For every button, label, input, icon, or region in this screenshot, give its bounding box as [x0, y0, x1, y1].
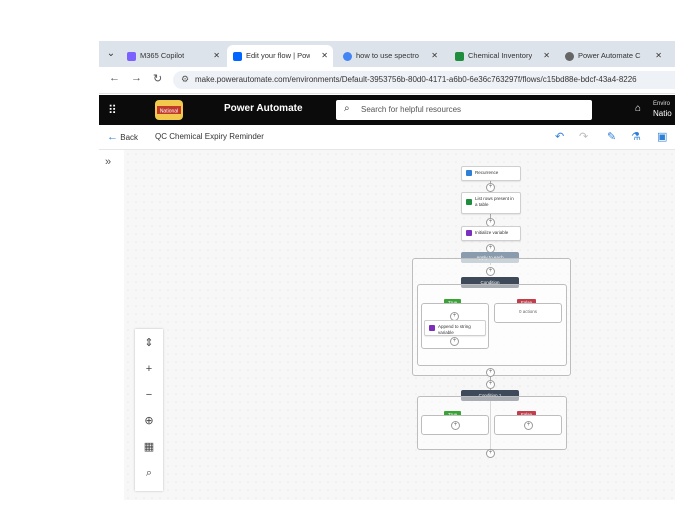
tab-search-icon[interactable]: ⌄	[106, 48, 116, 59]
close-icon[interactable]: ✕	[213, 51, 220, 60]
action-append-to-string[interactable]: Append to string variable	[424, 320, 486, 336]
add-step-icon[interactable]: +	[524, 421, 533, 430]
action-list-rows[interactable]: List rows present in a table	[461, 192, 521, 214]
node-label: Initialize variable	[475, 230, 509, 235]
back-button[interactable]: ← Back	[107, 129, 138, 146]
excel-icon	[455, 51, 464, 61]
test-icon[interactable]: ⚗	[631, 131, 641, 143]
zoom-out-icon[interactable]: −	[145, 389, 153, 401]
left-rail: »	[99, 150, 124, 500]
app-title: Power Automate	[224, 103, 303, 114]
tab-label: Power Automate C	[578, 51, 641, 61]
site-info-icon[interactable]: ⚙	[181, 74, 190, 84]
back-arrow-icon[interactable]: ←	[109, 72, 120, 84]
condition-header[interactable]: Condition	[461, 277, 519, 288]
tab-label: Edit your flow | Pow	[246, 51, 310, 61]
flow-canvas[interactable]	[124, 150, 675, 500]
tab-chemical-inventory[interactable]: Chemical Inventory ✕	[449, 45, 555, 67]
search-placeholder: Search for helpful resources	[361, 105, 462, 114]
close-icon[interactable]: ✕	[655, 51, 662, 60]
tab-bar: ⌄ M365 Copilot ✕ Edit your flow | Pow ✕ ho…	[99, 41, 675, 67]
variable-icon	[429, 325, 435, 331]
undo-icon[interactable]: ↶	[555, 131, 565, 143]
browser-window: ⌄ M365 Copilot ✕ Edit your flow | Pow ✕ ho…	[99, 41, 675, 500]
app-launcher-icon[interactable]: ⠿	[108, 103, 117, 117]
address-bar-row: ← → ↻ ⚙ make.powerautomate.com/environme…	[99, 67, 675, 94]
false-branch-empty: 0 actions	[518, 309, 537, 314]
add-step-icon[interactable]: +	[451, 421, 460, 430]
minimap-icon[interactable]: ▦	[143, 441, 155, 453]
tab-m365-copilot[interactable]: M365 Copilot ✕	[121, 45, 225, 67]
tab-label: how to use spectro	[356, 51, 419, 61]
environment-line-1: Enviro	[653, 101, 671, 107]
zoom-in-icon[interactable]: +	[145, 363, 153, 375]
address-bar[interactable]: ⚙ make.powerautomate.com/environments/De…	[173, 71, 675, 89]
environment-icon[interactable]: ⌂	[635, 103, 642, 114]
apply-to-each-header[interactable]: Apply to each	[461, 252, 519, 263]
action-initialize-variable[interactable]: Initialize variable	[461, 226, 521, 241]
google-icon	[343, 51, 352, 61]
command-bar: ← Back QC Chemical Expiry Reminder ↶ ↷ ✎…	[99, 125, 675, 150]
search-icon[interactable]: ⌕	[145, 467, 153, 479]
search-box[interactable]: ⌕ Search for helpful resources	[336, 100, 592, 120]
add-step-icon[interactable]: +	[486, 267, 495, 276]
node-label: Recurrence	[475, 170, 499, 175]
trigger-recurrence[interactable]: Recurrence	[461, 166, 521, 181]
tab-power-automate-community[interactable]: Power Automate C ✕	[559, 45, 667, 67]
redo-icon[interactable]: ↷	[579, 131, 589, 143]
zoom-controls: ⇕ + − ⊕ ▦ ⌕	[135, 329, 163, 491]
false-branch-box: 0 actions	[494, 303, 562, 323]
save-icon[interactable]: ▣	[657, 131, 668, 143]
close-icon[interactable]: ✕	[431, 51, 438, 60]
url-text: make.powerautomate.com/environments/Defa…	[195, 75, 637, 84]
add-step-icon[interactable]: +	[450, 337, 459, 346]
environment-line-2: Natio	[653, 109, 672, 118]
power-automate-icon	[233, 51, 242, 61]
variable-icon	[466, 230, 472, 236]
search-icon: ⌕	[344, 103, 350, 114]
globe-icon	[565, 51, 574, 61]
back-arrow-icon: ←	[107, 131, 118, 143]
fit-view-icon[interactable]: ⊕	[144, 415, 154, 427]
tab-google-search[interactable]: how to use spectro ✕	[337, 45, 443, 67]
false-branch-box: +	[494, 415, 562, 435]
add-step-icon[interactable]: +	[486, 449, 495, 458]
add-step-icon[interactable]: +	[486, 183, 495, 192]
logo-text: National	[160, 109, 178, 115]
node-label: Append to string variable	[438, 324, 471, 335]
flow-checker-icon[interactable]: ✎	[607, 131, 617, 143]
copilot-icon	[127, 51, 136, 61]
app-header: ⠿ National Power Automate ⌕ Search for h…	[99, 95, 675, 125]
tab-edit-flow[interactable]: Edit your flow | Pow ✕	[227, 45, 333, 67]
excel-icon	[466, 199, 472, 205]
forward-arrow-icon[interactable]: →	[131, 72, 142, 84]
condition1-header[interactable]: Condition 1	[461, 390, 519, 401]
add-step-icon[interactable]: +	[486, 380, 495, 389]
tab-label: M365 Copilot	[140, 51, 185, 61]
close-icon[interactable]: ✕	[543, 51, 550, 60]
clock-icon	[466, 170, 472, 176]
reload-icon[interactable]: ↻	[153, 73, 163, 85]
node-label: List rows present in a table	[475, 196, 514, 207]
back-label: Back	[120, 133, 139, 142]
add-step-icon[interactable]: +	[486, 368, 495, 377]
environment-label[interactable]: Enviro Natio	[653, 99, 672, 119]
flow-name: QC Chemical Expiry Reminder	[155, 132, 264, 141]
expand-panel-icon[interactable]: »	[105, 156, 112, 168]
fit-height-icon[interactable]: ⇕	[144, 337, 154, 349]
close-icon[interactable]: ✕	[321, 51, 328, 60]
tab-label: Chemical Inventory	[468, 51, 532, 61]
company-logo: National	[155, 100, 183, 120]
true-branch-box: +	[421, 415, 489, 435]
